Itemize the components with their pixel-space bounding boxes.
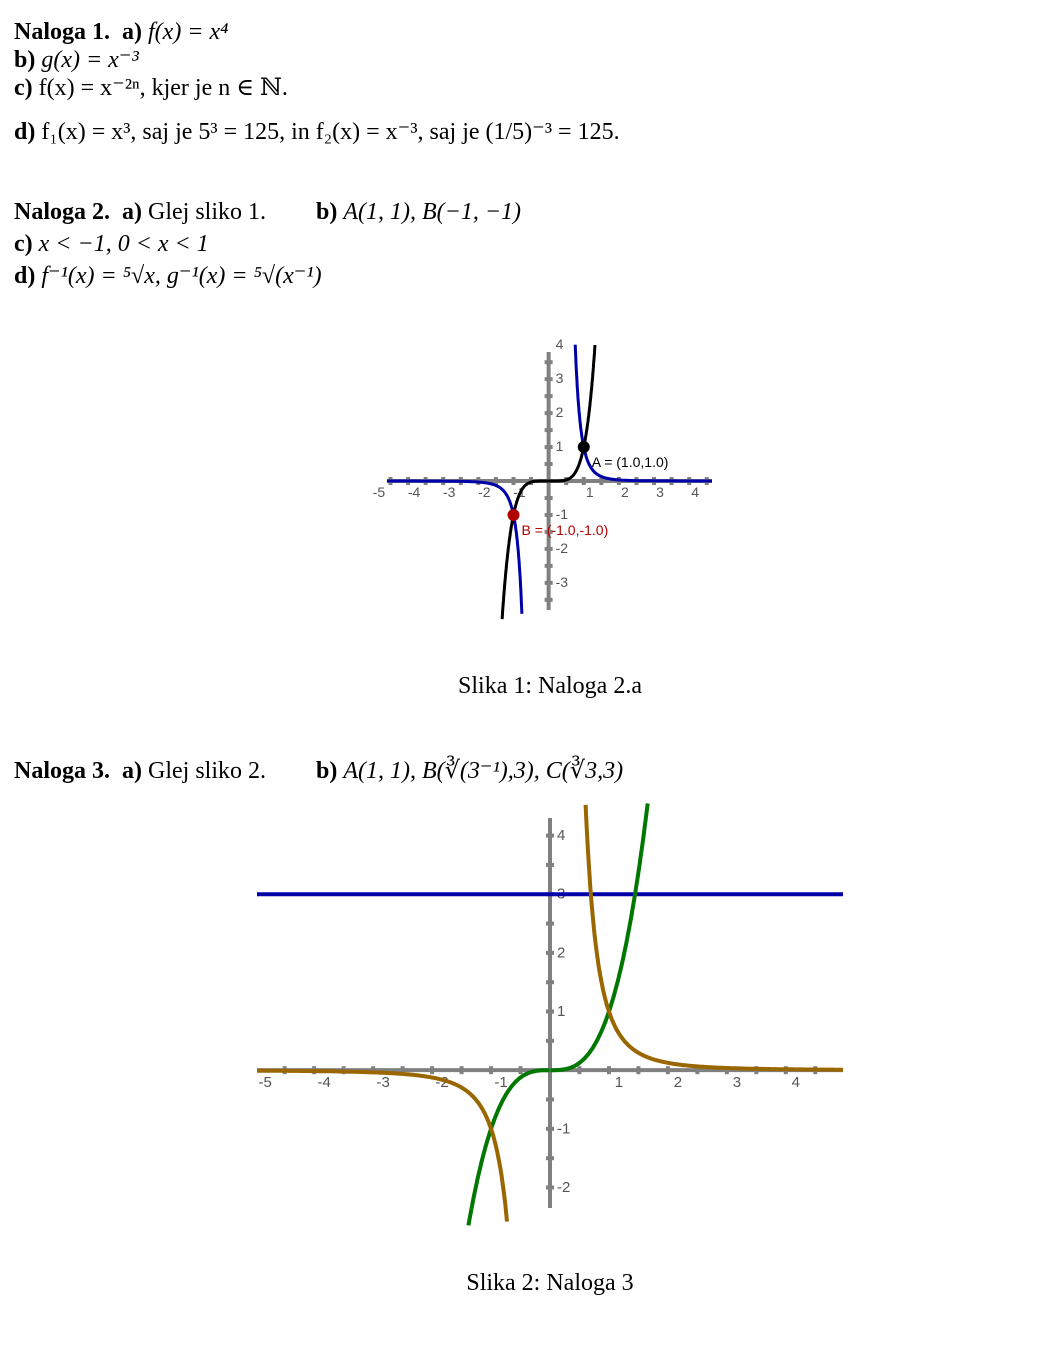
label: c) — [14, 231, 33, 257]
label: d) — [14, 119, 36, 145]
series-curve — [500, 344, 597, 620]
series-curve — [387, 344, 712, 614]
x-tick-label: 1 — [615, 1074, 623, 1091]
y-tick-label: -2 — [557, 1179, 570, 1196]
answer: f⁻¹(x) = ⁵√x, g⁻¹(x) = ⁵√(x⁻¹) — [41, 263, 322, 289]
y-tick-label: 1 — [556, 438, 564, 454]
task1-line-d: d) f₁(x) = x³, saj je 5³ = 125, in f₂(x)… — [14, 118, 620, 146]
x-tick-label: 3 — [733, 1074, 741, 1091]
x-tick-label: -3 — [443, 484, 456, 500]
x-tick-label: 2 — [674, 1074, 682, 1091]
y-tick-label: -3 — [556, 574, 569, 590]
task1-line-a: Naloga 1. a) f(x) = x⁴ — [14, 18, 229, 46]
y-tick-label: 3 — [556, 370, 564, 386]
x-tick-label: 2 — [621, 484, 629, 500]
y-tick-label: 1 — [557, 1003, 565, 1020]
point-marker — [507, 508, 520, 521]
x-tick-label: -4 — [408, 484, 421, 500]
x-tick-label: -5 — [259, 1074, 272, 1091]
answer: f₁(x) = x³, saj je 5³ = 125, in f₂(x) = … — [41, 119, 620, 145]
answer: f(x) = x⁴ — [148, 19, 229, 45]
label: a) — [122, 19, 142, 45]
task3-line-ab: Naloga 3. a) Glej sliko 2. b) A(1, 1), B(… — [14, 757, 623, 785]
task1-line-c: c) f(x) = x⁻²ⁿ, kjer je n ∈ ℕ. — [14, 74, 288, 102]
y-tick-label: 4 — [556, 336, 564, 352]
label: a) — [122, 758, 142, 784]
label: b) — [316, 199, 338, 225]
x-tick-label: -5 — [373, 484, 386, 500]
figure-2-caption: Slika 2: Naloga 3 — [466, 1270, 634, 1296]
series-curve — [257, 804, 843, 1222]
answer: g(x) = x⁻³ — [41, 47, 139, 73]
x-tick-label: -1 — [494, 1074, 507, 1091]
figure-1-caption: Slika 1: Naloga 2.a — [458, 673, 642, 699]
answer: A(1, 1), B(∛(3⁻¹),3), C(∛3,3) — [343, 758, 624, 784]
task3-heading: Naloga 3. — [14, 758, 110, 784]
answer: Glej sliko 1. — [148, 199, 266, 225]
x-tick-label: -4 — [318, 1074, 331, 1091]
y-tick-label: -1 — [556, 506, 569, 522]
task1-line-b: b) g(x) = x⁻³ — [14, 46, 139, 74]
label: a) — [122, 199, 142, 225]
y-tick-label: -2 — [556, 540, 569, 556]
task1-heading: Naloga 1. — [14, 19, 110, 45]
y-tick-label: 2 — [556, 404, 564, 420]
answer: f(x) = x⁻²ⁿ, kjer je n ∈ ℕ. — [38, 75, 288, 101]
x-tick-label: 1 — [586, 484, 594, 500]
x-tick-label: 4 — [792, 1074, 800, 1091]
y-tick-label: 4 — [557, 827, 565, 844]
answer: x < −1, 0 < x < 1 — [38, 231, 209, 257]
x-tick-label: -2 — [478, 484, 491, 500]
y-tick-label: 2 — [557, 944, 565, 961]
x-tick-label: -3 — [376, 1074, 389, 1091]
x-tick-label: 3 — [656, 484, 664, 500]
point-label: A = (1.0,1.0) — [592, 454, 669, 470]
task2-line-ab: Naloga 2. a) Glej sliko 1. b) A(1, 1), B(… — [14, 198, 521, 226]
label: d) — [14, 263, 36, 289]
point-label: B = (-1.0,-1.0) — [521, 522, 608, 538]
label: b) — [316, 758, 338, 784]
series-curve — [466, 803, 650, 1226]
answer: A(1, 1), B(−1, −1) — [343, 199, 522, 225]
point-marker — [577, 441, 590, 454]
x-tick-label: 4 — [691, 484, 699, 500]
task2-line-c: c) x < −1, 0 < x < 1 — [14, 230, 209, 258]
y-tick-label: -1 — [557, 1120, 570, 1137]
label: c) — [14, 75, 33, 101]
task2-heading: Naloga 2. — [14, 199, 110, 225]
label: b) — [14, 47, 36, 73]
answer: Glej sliko 2. — [148, 758, 266, 784]
task2-line-d: d) f⁻¹(x) = ⁵√x, g⁻¹(x) = ⁵√(x⁻¹) — [14, 262, 322, 290]
